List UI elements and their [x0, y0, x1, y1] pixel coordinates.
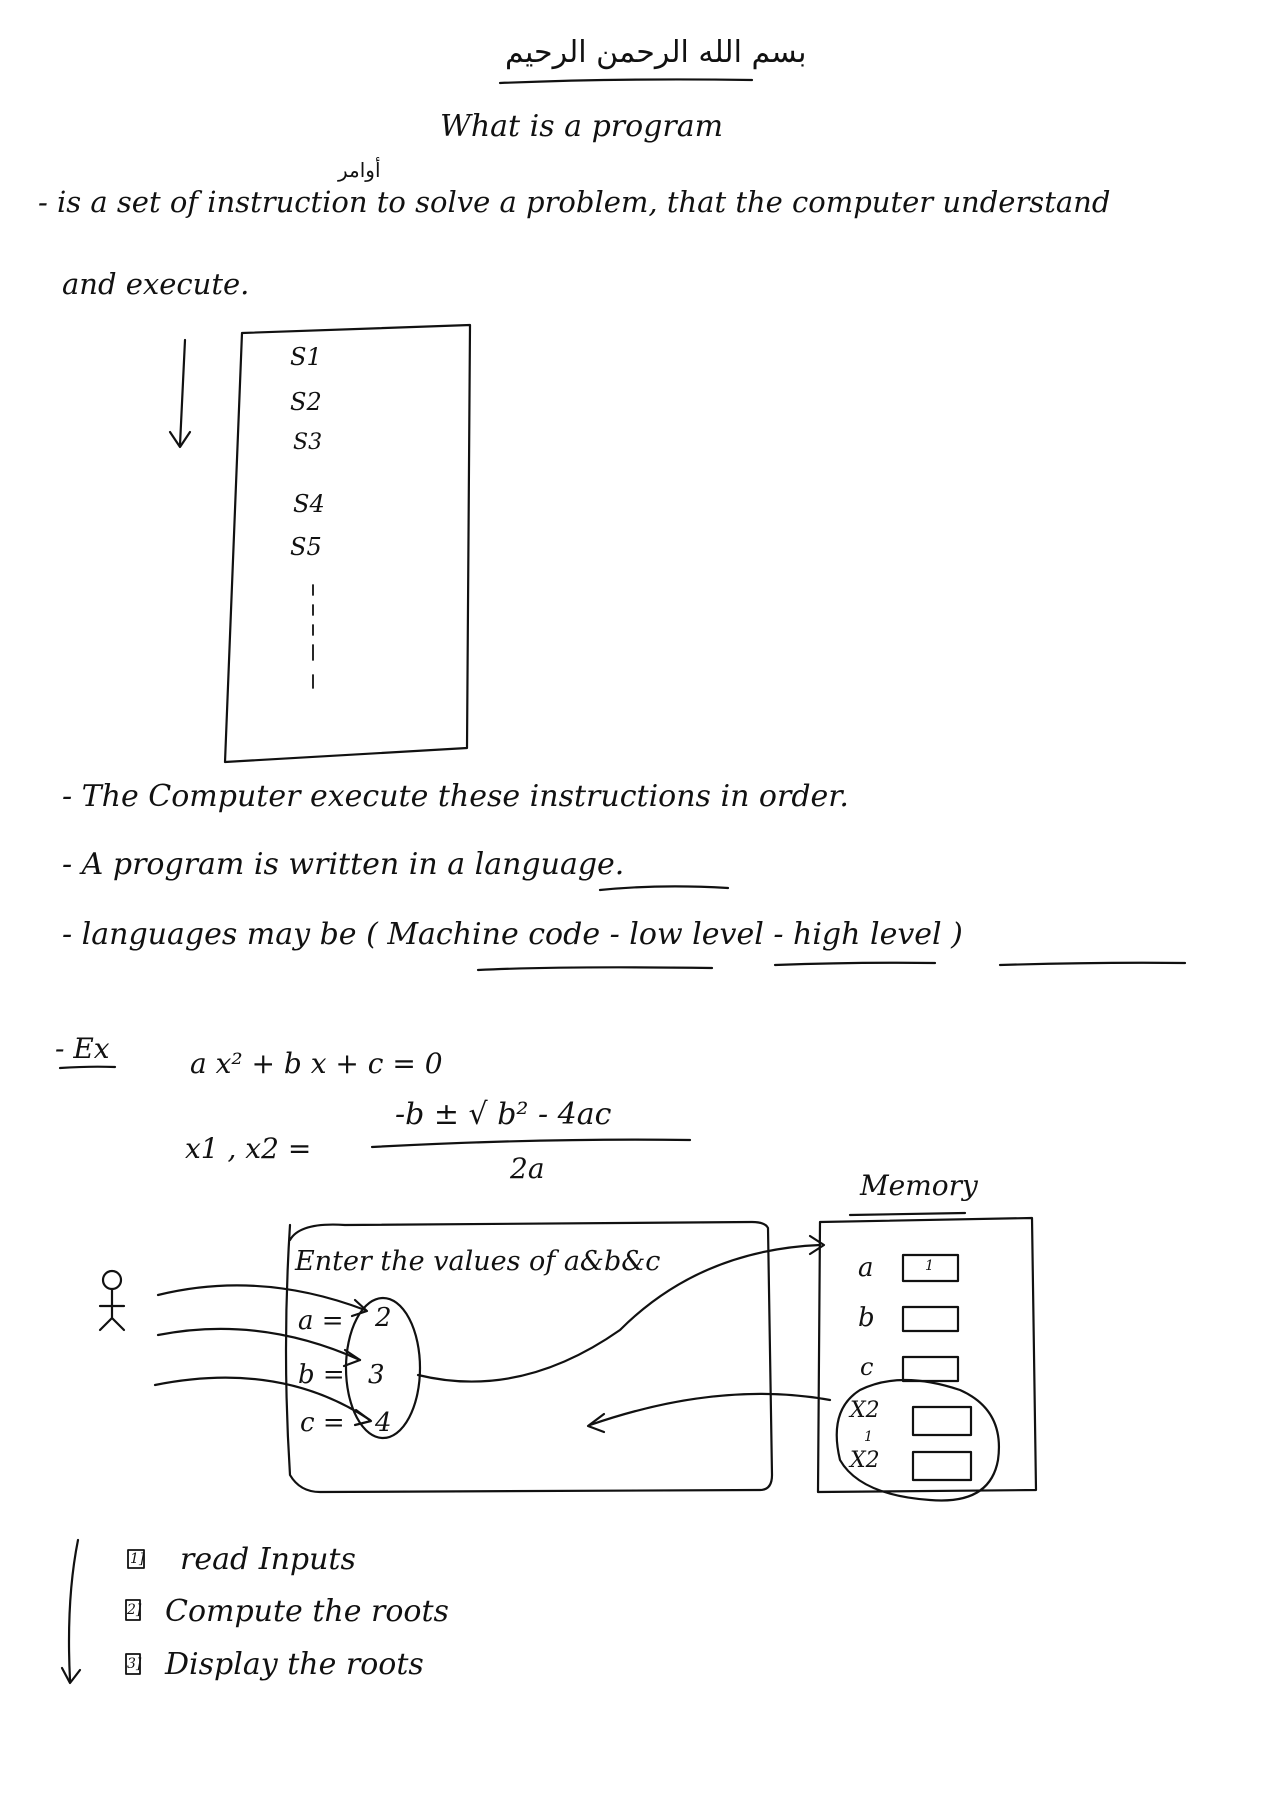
- user-head: [101, 1269, 123, 1291]
- definition-line-1: - is a set of instruction to solve a pro…: [38, 185, 1111, 219]
- to-memory-arrow: [416, 1243, 822, 1383]
- fraction-bar: [370, 1138, 692, 1149]
- input-arrow-a: [156, 1284, 367, 1312]
- bullet-2: - A program is written in a language.: [62, 847, 625, 882]
- equation: a x² + b x + c = 0: [190, 1047, 443, 1080]
- screen-box: [284, 1220, 774, 1494]
- down-arrow-shaft: [178, 338, 187, 447]
- arabic-heading: بسم الله الرحمن الرحيم: [505, 35, 807, 70]
- step-num-box-3: [125, 1653, 141, 1675]
- algo-step-2: Compute the roots: [165, 1594, 449, 1629]
- input-arrow-c: [153, 1376, 372, 1422]
- roots-ellipse: [835, 1378, 1000, 1502]
- input-a-value: 2: [375, 1303, 392, 1333]
- memory-value-a: 1: [925, 1258, 934, 1274]
- algo-num-1: 1]: [130, 1551, 145, 1567]
- step-s5: S5: [290, 533, 322, 561]
- steps-box: [223, 323, 472, 764]
- memory-cell-a: [901, 1253, 960, 1283]
- step-s3: S3: [293, 430, 323, 455]
- step-s1: S1: [290, 343, 322, 371]
- memory-box: [816, 1216, 1038, 1494]
- memory-cell-x1: [911, 1405, 973, 1437]
- step-num-box-1: [127, 1549, 145, 1569]
- input-b-value: 3: [368, 1360, 385, 1390]
- bullet-3: - languages may be ( Machine code - low …: [62, 917, 963, 952]
- memory-underline: [848, 1211, 967, 1217]
- low-level-underline: [773, 961, 937, 967]
- from-memory-arrow: [588, 1392, 832, 1427]
- memory-separator: 1: [864, 1429, 873, 1445]
- language-underline: [598, 885, 730, 892]
- input-arrow-b: [156, 1327, 362, 1362]
- definition-line-2: and execute.: [62, 267, 250, 301]
- memory-name-x2: X2: [850, 1448, 880, 1473]
- step-s2: S2: [290, 388, 322, 416]
- algo-step-3: Display the roots: [165, 1647, 424, 1682]
- machine-code-underline: [476, 966, 714, 972]
- memory-cell-c: [901, 1355, 960, 1383]
- steps-bracket: [67, 1538, 80, 1682]
- input-b-label: b =: [298, 1360, 345, 1390]
- inputs-ellipse: [344, 1296, 422, 1440]
- example-label: - Ex: [55, 1032, 110, 1065]
- ex-underline: [58, 1065, 117, 1070]
- page-title: What is a program: [440, 109, 724, 144]
- input-a-label: a =: [298, 1306, 344, 1336]
- heading-underline: [498, 78, 754, 85]
- step-s4: S4: [293, 490, 325, 518]
- high-level-underline: [998, 961, 1187, 967]
- bullet-1: - The Computer execute these instruction…: [62, 779, 849, 814]
- memory-name-a: a: [858, 1253, 874, 1283]
- roots-lhs: x1 , x2 =: [185, 1132, 312, 1165]
- down-arrow-head: [168, 430, 192, 449]
- algo-num-2: 2]: [127, 1602, 142, 1618]
- arabic-note: أوامر: [338, 158, 381, 182]
- memory-name-x1: X2: [850, 1398, 880, 1423]
- input-c-value: 4: [375, 1408, 392, 1438]
- memory-name-b: b: [858, 1303, 875, 1333]
- user-body: [98, 1288, 126, 1332]
- screen-prompt: Enter the values of a&b&c: [295, 1246, 661, 1277]
- memory-cell-x2: [911, 1450, 973, 1482]
- algo-step-1: read Inputs: [180, 1542, 356, 1577]
- numerator: -b ± √ b² - 4ac: [395, 1097, 612, 1132]
- input-c-label: c =: [300, 1408, 345, 1438]
- memory-label: Memory: [860, 1169, 978, 1202]
- memory-name-c: c: [860, 1353, 874, 1381]
- denominator: 2a: [510, 1152, 545, 1185]
- algo-num-3: 3]: [127, 1656, 142, 1672]
- memory-cell-b: [901, 1305, 960, 1333]
- step-num-box-2: [125, 1599, 141, 1621]
